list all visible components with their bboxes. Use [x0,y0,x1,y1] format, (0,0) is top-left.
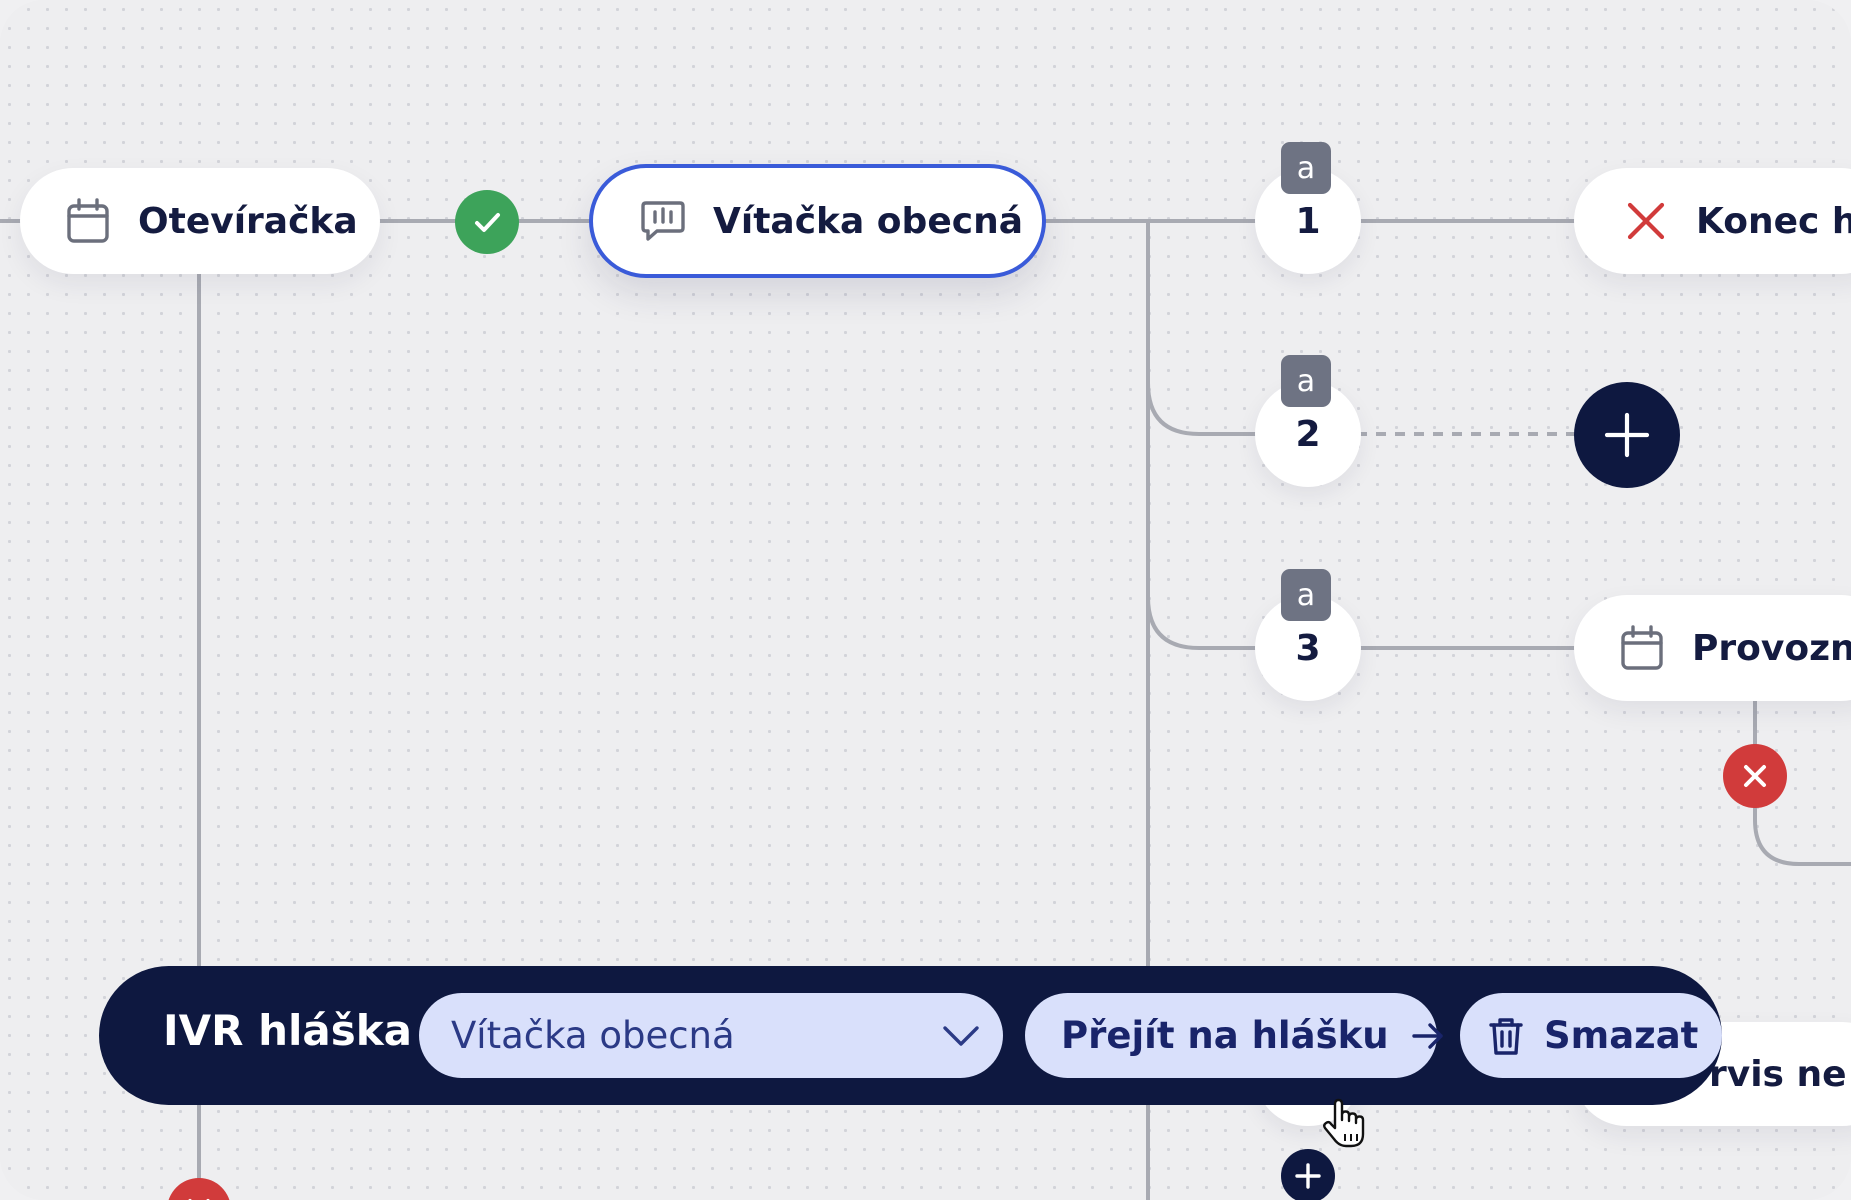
node-label: rvis ne [1709,1053,1847,1095]
node-toolbar: IVR hláška Vítačka obecná Přejít na hláš… [99,966,1722,1105]
goto-message-button[interactable]: Přejít na hlášku [1025,993,1443,1078]
node-oteviracka[interactable]: Otevíračka [20,168,380,274]
ivr-message-select[interactable]: Vítačka obecná [419,993,1003,1078]
node-label: Provozní [1692,627,1851,669]
option-number: 1 [1295,200,1321,242]
plus-icon [1604,412,1650,458]
calendar-icon [1618,624,1666,672]
option-number: 3 [1295,627,1321,669]
option-key-badge: a [1281,142,1331,194]
close-icon [1622,197,1670,245]
delete-label: Smazat [1544,1014,1699,1057]
arrow-right-icon [1411,1019,1445,1053]
node-label: Konec ho [1696,200,1851,242]
add-option-button[interactable] [1281,1149,1335,1200]
message-icon [639,197,687,245]
chevron-down-icon [941,1015,981,1064]
check-icon[interactable] [455,190,519,254]
calendar-icon [64,197,112,245]
close-icon[interactable] [167,1178,231,1200]
option-key-badge: a [1281,569,1331,621]
goto-label: Přejít na hlášku [1061,1014,1389,1057]
node-label: Vítačka obecná [713,200,1023,242]
hand-cursor-icon [1320,1098,1368,1150]
node-konec[interactable]: Konec ho [1574,168,1851,274]
plus-icon [1295,1163,1321,1189]
option-key-badge: a [1281,355,1331,407]
trash-icon [1488,1016,1524,1056]
toolbar-title: IVR hláška [163,1006,413,1055]
select-value: Vítačka obecná [451,1014,735,1057]
node-provozni[interactable]: Provozní [1574,595,1851,701]
add-node-button[interactable] [1574,382,1680,488]
close-icon[interactable] [1723,744,1787,808]
option-1[interactable]: 1 [1255,168,1361,274]
node-label: Otevíračka [138,200,358,242]
option-number: 2 [1295,413,1321,455]
delete-button[interactable]: Smazat [1460,993,1722,1078]
node-vitacka-obecna[interactable]: Vítačka obecná [589,164,1046,278]
